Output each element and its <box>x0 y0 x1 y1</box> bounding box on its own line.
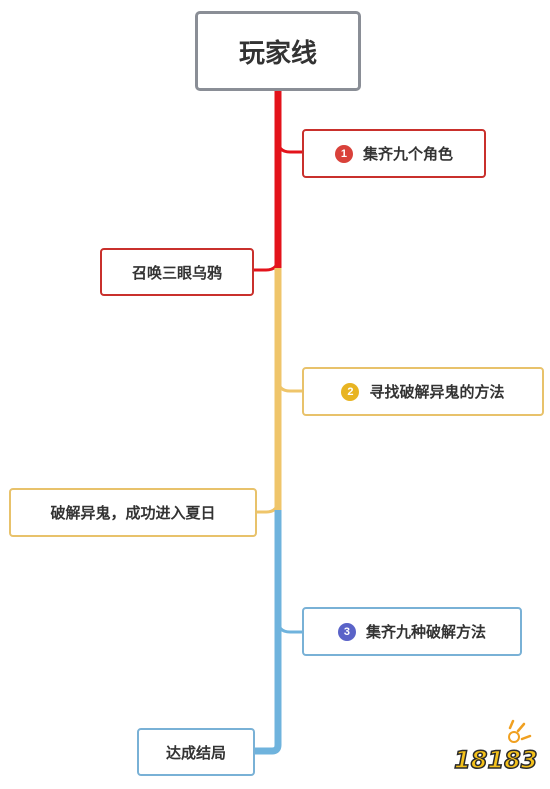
node-label: 破解异鬼，成功进入夏日 <box>50 505 216 522</box>
trunk-blue <box>255 510 282 755</box>
branch-3 <box>276 378 303 393</box>
node-summon-raven: 召唤三眼乌鸦 <box>100 248 254 296</box>
node-label: 召唤三眼乌鸦 <box>131 264 222 282</box>
logo-rays <box>508 719 532 741</box>
node-enter-summer: 破解异鬼，成功进入夏日 <box>9 488 257 537</box>
node-label: 集齐九种破解方法 <box>365 624 486 641</box>
node-label: 集齐九个角色 <box>362 146 453 163</box>
step-2-badge: 2 <box>341 382 360 401</box>
node-find-method: 2 寻找破解异鬼的方法 <box>302 367 544 416</box>
branch-4 <box>256 499 280 514</box>
step-1-badge: 1 <box>334 144 353 163</box>
node-label: 达成结局 <box>165 744 226 762</box>
node-ending: 达成结局 <box>137 728 255 776</box>
watermark-logo: 18183 <box>453 719 538 775</box>
node-collect-characters: 1 集齐九个角色 <box>302 129 486 178</box>
step-3-badge: 3 <box>337 622 356 641</box>
node-collect-methods: 3 集齐九种破解方法 <box>302 607 522 656</box>
root-node: 玩家线 <box>195 11 361 91</box>
logo-text: 18183 <box>454 746 538 774</box>
branch-5 <box>276 619 303 634</box>
branch-2 <box>253 257 280 272</box>
node-label: 寻找破解异鬼的方法 <box>369 384 505 401</box>
branch-1 <box>276 139 303 154</box>
